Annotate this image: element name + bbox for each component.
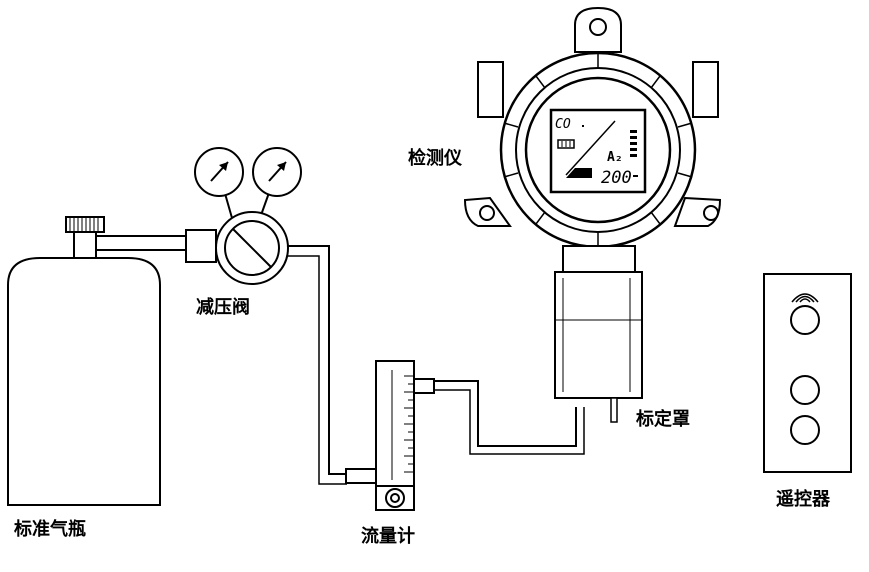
flow-meter xyxy=(345,360,585,511)
pressure-regulator xyxy=(185,147,347,485)
lcd-gas-label: CO xyxy=(555,117,571,132)
gas-cylinder xyxy=(7,216,187,506)
lcd-unit-label: A₂ xyxy=(607,150,623,165)
lcd-signal-bars xyxy=(630,130,637,157)
cylinder-outlet-pipe xyxy=(95,235,187,251)
lcd-reading: 200 xyxy=(601,168,632,188)
flowmeter-scale xyxy=(404,375,413,473)
lcd-ramp-line xyxy=(565,120,616,176)
regulator-inlet-nut xyxy=(185,229,217,263)
wireless-signal-icon xyxy=(791,293,819,303)
remote-control xyxy=(763,273,852,473)
gas-detector: CO A₂ 200 xyxy=(463,6,722,249)
label-gas-cylinder: 标准气瓶 xyxy=(14,519,86,540)
left-lug xyxy=(477,61,504,118)
lcd-display xyxy=(549,108,647,194)
lcd-ramp-fill xyxy=(566,168,592,178)
knob-grip-lines xyxy=(69,217,99,232)
label-calibration-cap: 标定罩 xyxy=(636,409,690,430)
cap-outlet-tube xyxy=(610,397,618,423)
remote-button-bottom xyxy=(790,415,820,445)
flowmeter-inlet-nut xyxy=(345,468,377,484)
flowmeter-knob xyxy=(385,488,405,508)
calibration-cap xyxy=(554,245,643,423)
label-flow-meter: 流量计 xyxy=(361,526,415,547)
label-pressure-regulator: 减压阀 xyxy=(196,297,250,318)
label-remote-control: 遥控器 xyxy=(776,489,830,510)
right-mount-ear xyxy=(673,196,722,227)
cylinder-neck xyxy=(73,231,97,259)
right-lug xyxy=(692,61,719,118)
label-gas-detector: 检测仪 xyxy=(408,148,462,169)
housing-ribs xyxy=(503,53,693,247)
remote-button-middle xyxy=(790,375,820,405)
remote-button-top xyxy=(790,305,820,335)
left-mount-ear xyxy=(463,196,512,227)
cap-body xyxy=(554,271,643,399)
sensor-neck xyxy=(562,245,636,273)
